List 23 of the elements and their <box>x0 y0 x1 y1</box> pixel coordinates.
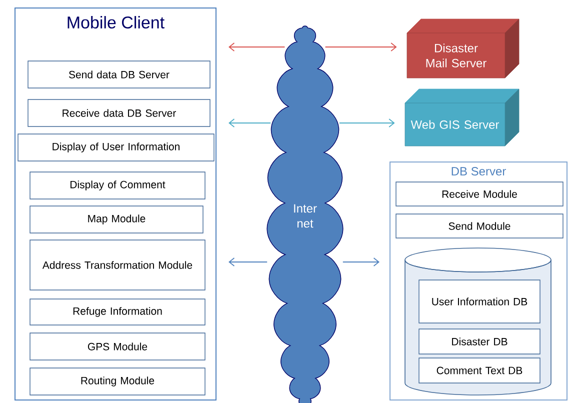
module-box: Address Transformation Module <box>30 240 206 290</box>
module-box: Routing Module <box>30 368 206 396</box>
server-block: Web GIS Server <box>404 88 520 146</box>
arrow <box>324 42 397 52</box>
module-box: Send data DB Server <box>28 60 210 88</box>
internet-cloud: Inter net <box>266 26 344 403</box>
module-box: Disaster DB <box>418 328 540 354</box>
module-box: GPS Module <box>30 332 206 360</box>
module-box: Receive Module <box>396 182 564 206</box>
arrow <box>342 258 380 266</box>
module-box: User Information DB <box>418 280 540 324</box>
arrow <box>228 258 268 266</box>
arrow <box>228 118 272 128</box>
server-block: Disaster Mail Server <box>406 18 520 78</box>
module-box: Comment Text DB <box>418 358 540 384</box>
arrow <box>338 118 395 128</box>
arrow <box>228 42 286 52</box>
module-box: Receive data DB Server <box>28 99 210 127</box>
module-box: Display of Comment <box>30 172 206 200</box>
module-box: Send Module <box>396 214 564 238</box>
module-box: Refuge Information <box>30 298 206 326</box>
module-box: Map Module <box>30 206 204 234</box>
module-box: Display of User Information <box>18 134 214 162</box>
